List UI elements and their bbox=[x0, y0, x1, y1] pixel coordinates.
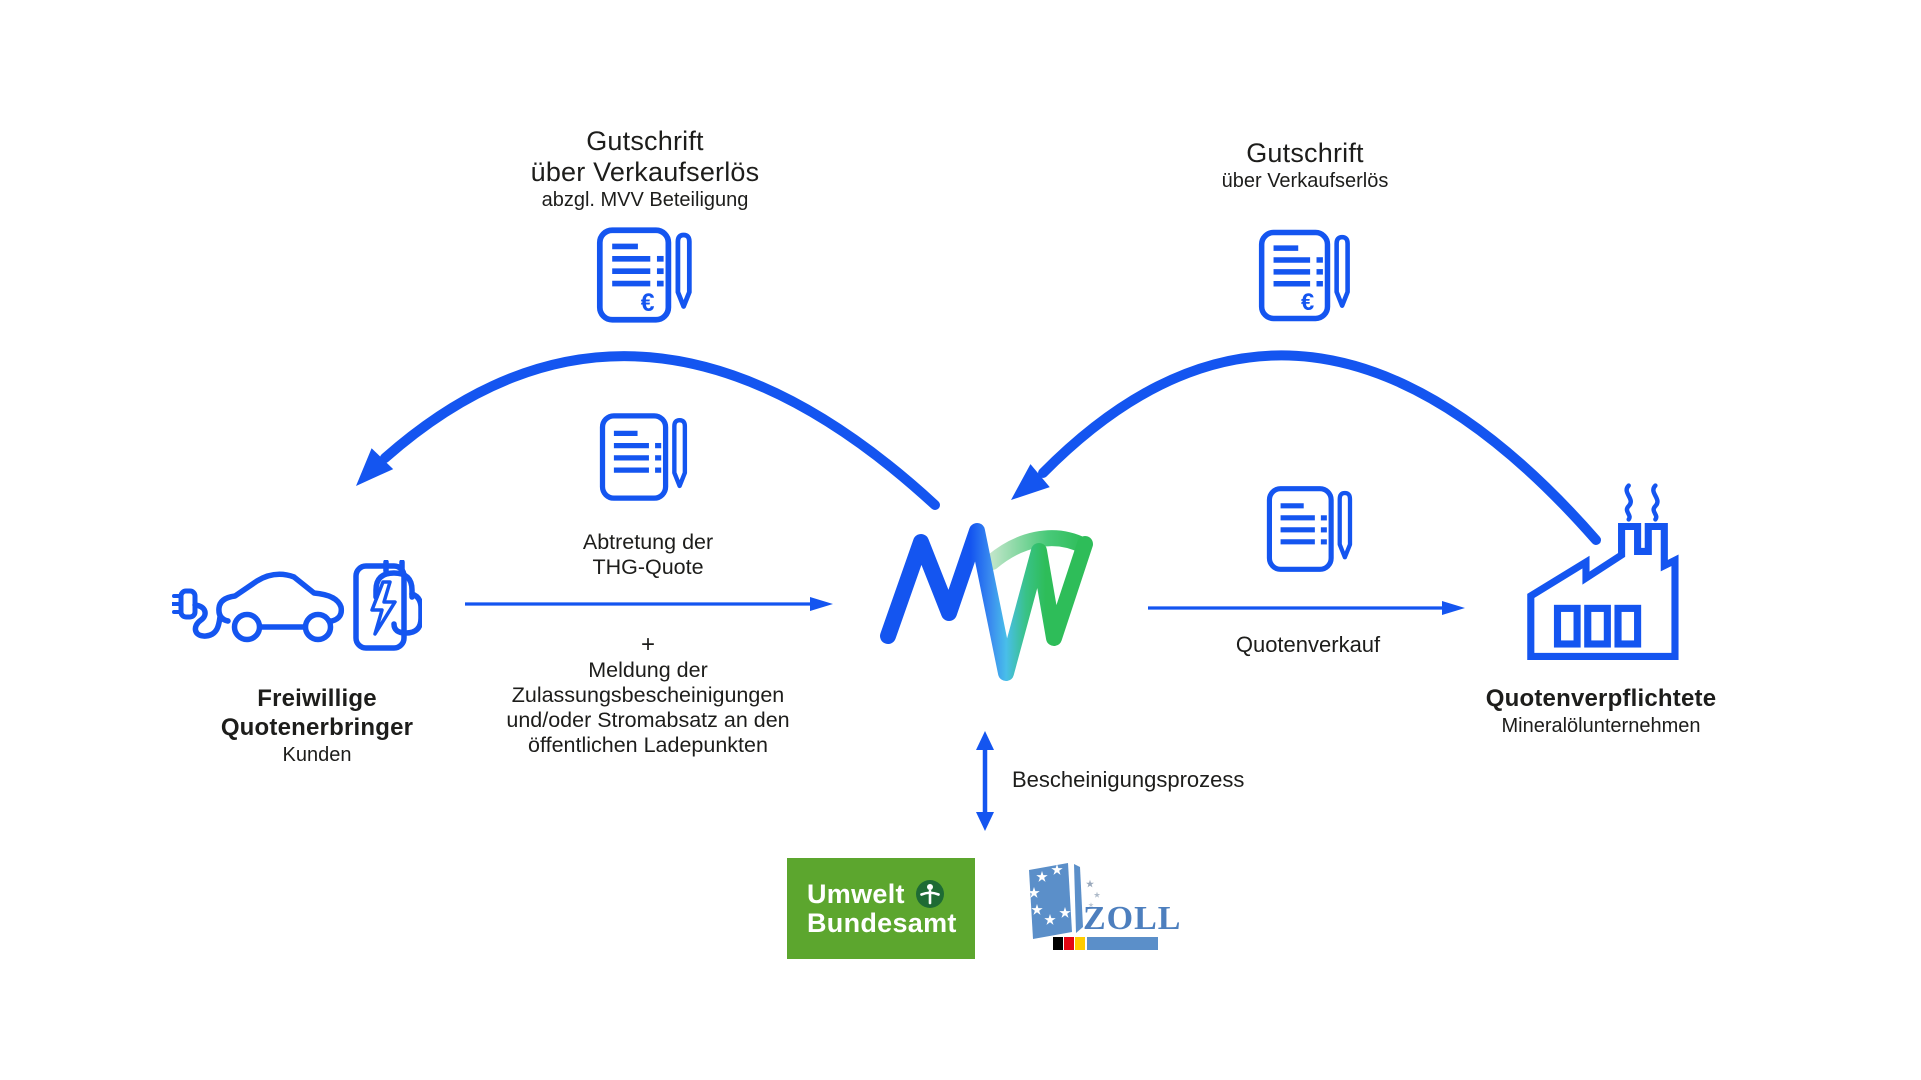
credit-left-label: Gutschrift über Verkaufserlös abzgl. MVV… bbox=[470, 126, 820, 212]
flow-bottom-label: Bescheinigungsprozess bbox=[1012, 767, 1245, 792]
credit-left-line1: Gutschrift bbox=[586, 126, 704, 156]
euro-glyph: € bbox=[1301, 289, 1314, 316]
uba-logo-line1: Umwelt bbox=[807, 878, 905, 909]
credit-right-label: Gutschrift über Verkaufserlös bbox=[1130, 138, 1480, 193]
german-flag-icon bbox=[1053, 937, 1085, 950]
uba-figure-icon bbox=[915, 880, 944, 908]
curved-arrow-right bbox=[1011, 350, 1601, 545]
mvv-logo bbox=[880, 523, 1093, 681]
eu-stars-flag-icon bbox=[1028, 863, 1101, 939]
flow-left-line2: THG-Quote bbox=[592, 555, 704, 579]
uba-logo-line2: Bundesamt bbox=[807, 908, 957, 938]
flow-left-line5: und/oder Stromabsatz an den bbox=[506, 708, 790, 732]
credit-left-line2: über Verkaufserlös bbox=[530, 157, 760, 187]
right-actor-label: Quotenverpflichtete Mineralölunternehmen bbox=[1451, 684, 1751, 739]
flow-left-line1: Abtretung der bbox=[582, 530, 714, 554]
zoll-logo: ZOLL bbox=[1028, 860, 1182, 956]
credit-left-line3: abzgl. MVV Beteiligung bbox=[541, 189, 749, 211]
ev-charging-icon-group bbox=[172, 560, 422, 651]
right-actor-name: Quotenverpflichtete bbox=[1485, 685, 1717, 712]
electric-car-icon bbox=[216, 571, 345, 643]
left-actor-name-line1: Freiwillige bbox=[257, 685, 377, 712]
document-pen-icon bbox=[599, 413, 688, 501]
flow-left-line4: Zulassungsbescheinigungen bbox=[511, 683, 785, 707]
curved-arrow-left bbox=[356, 351, 940, 510]
umweltbundesamt-logo: Umwelt Bundesamt bbox=[787, 858, 975, 959]
horizontal-arrow-right bbox=[1148, 601, 1465, 615]
charging-plug-icon bbox=[373, 560, 422, 636]
car-plug-icon bbox=[172, 588, 223, 639]
left-actor-name-line2: Quotenerbringer bbox=[220, 714, 414, 741]
left-actor-subtitle: Kunden bbox=[282, 744, 352, 766]
flow-left-line6: öffentlichen Ladepunkten bbox=[528, 733, 768, 757]
left-actor-label: Freiwillige Quotenerbringer Kunden bbox=[167, 684, 467, 768]
euro-glyph: € bbox=[641, 290, 655, 317]
document-euro-pen-icon: € bbox=[1258, 229, 1350, 322]
flow-left-plus: + bbox=[640, 631, 655, 658]
credit-right-line1: Gutschrift bbox=[1246, 138, 1364, 168]
factory-icon bbox=[1527, 483, 1679, 660]
document-pen-icon bbox=[1266, 486, 1353, 572]
charging-station-icon bbox=[353, 563, 407, 651]
flow-left-lower-label: + Meldung der Zulassungsbescheinigungen … bbox=[448, 632, 848, 758]
vertical-double-arrow bbox=[976, 731, 994, 831]
zoll-logo-text: ZOLL bbox=[1083, 900, 1182, 937]
document-euro-pen-icon: € bbox=[596, 227, 692, 323]
right-actor-subtitle: Mineralölunternehmen bbox=[1501, 715, 1701, 737]
zoll-bar bbox=[1087, 937, 1158, 950]
credit-right-line2: über Verkaufserlös bbox=[1221, 170, 1389, 192]
flow-right-label: Quotenverkauf bbox=[1235, 632, 1381, 657]
horizontal-arrow-left bbox=[465, 597, 833, 611]
flow-left-upper-label: Abtretung der THG-Quote bbox=[498, 530, 798, 580]
flow-left-line3: Meldung der bbox=[588, 658, 708, 682]
